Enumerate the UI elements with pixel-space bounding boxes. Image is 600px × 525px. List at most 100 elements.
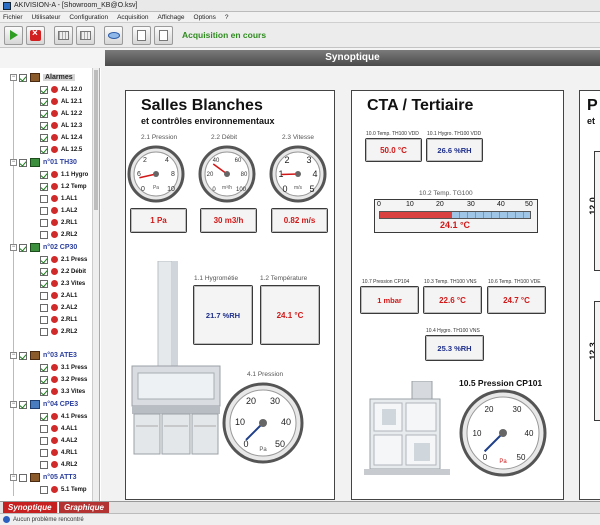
tree-checkbox[interactable] bbox=[40, 436, 48, 445]
tree-item-sensor[interactable]: 1.1 Hygro bbox=[40, 169, 88, 180]
tree-checkbox[interactable] bbox=[40, 255, 48, 264]
tree-item-alarm[interactable]: AL 12.1 bbox=[40, 96, 82, 107]
edit-button[interactable] bbox=[132, 25, 151, 45]
tree-checkbox[interactable] bbox=[19, 400, 27, 409]
tree-item-sensor[interactable]: 2.2 Débit bbox=[40, 266, 86, 277]
tree-checkbox[interactable] bbox=[40, 327, 48, 336]
tree-node-device[interactable]: − n°04 CPE3 bbox=[10, 399, 78, 410]
tree-node-device[interactable]: − n°02 CP30 bbox=[10, 242, 77, 253]
tree-item-sensor[interactable]: 2.RL1 bbox=[40, 217, 77, 228]
collapse-icon[interactable]: − bbox=[10, 352, 17, 359]
tree-checkbox[interactable] bbox=[40, 303, 48, 312]
scrollbar-thumb[interactable] bbox=[94, 70, 98, 210]
tree-checkbox[interactable] bbox=[40, 194, 48, 203]
menu-affichage[interactable]: Affichage bbox=[157, 13, 185, 21]
config-view-button[interactable] bbox=[76, 25, 95, 45]
gauge-tick: 40 bbox=[525, 429, 534, 438]
tree-node-device[interactable]: − n°01 TH30 bbox=[10, 157, 77, 168]
tree-item-alarm[interactable]: AL 12.3 bbox=[40, 120, 82, 131]
tree-checkbox[interactable] bbox=[19, 351, 27, 360]
tree-item-sensor[interactable]: 3.2 Press bbox=[40, 374, 87, 385]
tree-checkbox[interactable] bbox=[40, 363, 48, 372]
tab-synoptique[interactable]: Synoptique bbox=[3, 502, 57, 514]
tree-checkbox[interactable] bbox=[40, 109, 48, 118]
value-text: 1 mbar bbox=[361, 287, 418, 313]
tree-checkbox[interactable] bbox=[40, 375, 48, 384]
tree-checkbox[interactable] bbox=[40, 291, 48, 300]
tree-checkbox[interactable] bbox=[19, 473, 27, 482]
tree-checkbox[interactable] bbox=[40, 279, 48, 288]
tree-item-sensor[interactable]: 4.RL2 bbox=[40, 459, 77, 470]
tree-item-sensor[interactable]: 2.AL2 bbox=[40, 302, 77, 313]
export-button[interactable] bbox=[154, 25, 173, 45]
tree-checkbox[interactable] bbox=[40, 85, 48, 94]
tree-checkbox[interactable] bbox=[19, 73, 27, 82]
tree-item-alarm[interactable]: AL 12.0 bbox=[40, 84, 82, 95]
tree-node-alarms[interactable]: − Alarmes bbox=[10, 72, 75, 83]
tree-checkbox[interactable] bbox=[40, 460, 48, 469]
tree-checkbox[interactable] bbox=[40, 448, 48, 457]
sidebar-scrollbar[interactable] bbox=[92, 68, 99, 501]
tree-checkbox[interactable] bbox=[40, 412, 48, 421]
tree-checkbox[interactable] bbox=[40, 145, 48, 154]
collapse-icon[interactable]: − bbox=[10, 74, 17, 81]
tree-item-sensor[interactable]: 2.RL2 bbox=[40, 229, 77, 240]
table-view-button[interactable] bbox=[54, 25, 73, 45]
collapse-icon[interactable]: − bbox=[10, 159, 17, 166]
tree-item-sensor[interactable]: 4.RL1 bbox=[40, 447, 77, 458]
tree-checkbox[interactable] bbox=[40, 424, 48, 433]
tg100-value: 24.1 °C bbox=[439, 220, 471, 230]
tree-checkbox[interactable] bbox=[40, 485, 48, 494]
sensor-icon bbox=[51, 413, 58, 420]
tree-checkbox[interactable] bbox=[40, 121, 48, 130]
monitor-button[interactable] bbox=[104, 25, 123, 45]
menu-help[interactable]: ? bbox=[224, 13, 229, 21]
tree-node-device[interactable]: − n°03 ATE3 bbox=[10, 350, 77, 361]
tab-graphique[interactable]: Graphique bbox=[58, 502, 110, 514]
stop-acquisition-button[interactable] bbox=[26, 25, 45, 45]
tree-checkbox[interactable] bbox=[40, 315, 48, 324]
tree-checkbox[interactable] bbox=[19, 243, 27, 252]
tree-checkbox[interactable] bbox=[40, 230, 48, 239]
tree-checkbox[interactable] bbox=[19, 158, 27, 167]
tree-item-sensor[interactable]: 4.1 Press bbox=[40, 411, 87, 422]
tree-checkbox[interactable] bbox=[40, 267, 48, 276]
tree-item-sensor[interactable]: 3.1 Press bbox=[40, 362, 87, 373]
bargraph-track bbox=[379, 211, 531, 219]
start-acquisition-button[interactable] bbox=[4, 25, 23, 45]
tree-item-sensor[interactable]: 2.1 Press bbox=[40, 254, 87, 265]
tree-checkbox[interactable] bbox=[40, 206, 48, 215]
tree-checkbox[interactable] bbox=[40, 218, 48, 227]
menu-acquisition[interactable]: Acquisition bbox=[117, 13, 149, 21]
tree-item-sensor[interactable]: 4.AL1 bbox=[40, 423, 77, 434]
tree-checkbox[interactable] bbox=[40, 182, 48, 191]
tree-item-alarm[interactable]: AL 12.2 bbox=[40, 108, 82, 119]
tree-item-sensor[interactable]: 3.3 Vites bbox=[40, 386, 85, 397]
tree-checkbox[interactable] bbox=[40, 170, 48, 179]
collapse-icon[interactable]: − bbox=[10, 244, 17, 251]
collapse-icon[interactable]: − bbox=[10, 474, 17, 481]
alarm-icon bbox=[51, 98, 58, 105]
tree-node-device[interactable]: − n°05 ATT3 bbox=[10, 472, 77, 483]
collapse-icon[interactable]: − bbox=[10, 401, 17, 408]
menu-fichier[interactable]: Fichier bbox=[3, 13, 23, 21]
menu-options[interactable]: Options bbox=[193, 13, 216, 21]
tree-item-sensor[interactable]: 2.RL1 bbox=[40, 314, 77, 325]
gauge-unit: m³/h bbox=[222, 185, 232, 191]
tree-checkbox[interactable] bbox=[40, 133, 48, 142]
tree-item-sensor[interactable]: 1.2 Temp bbox=[40, 181, 87, 192]
tree-checkbox[interactable] bbox=[40, 97, 48, 106]
tree-item-sensor[interactable]: 2.RL2 bbox=[40, 326, 77, 337]
tree-item-sensor[interactable]: 2.3 Vites bbox=[40, 278, 85, 289]
tree-checkbox[interactable] bbox=[40, 387, 48, 396]
tree-item-alarm[interactable]: AL 12.4 bbox=[40, 132, 82, 143]
tree-item-sensor[interactable]: 2.AL1 bbox=[40, 290, 77, 301]
tree-item-sensor[interactable]: 4.AL2 bbox=[40, 435, 77, 446]
tree-item-sensor[interactable]: 5.1 Temp bbox=[40, 484, 87, 495]
tree-item-sensor[interactable]: 1.AL2 bbox=[40, 205, 77, 216]
menu-utilisateur[interactable]: Utilisateur bbox=[31, 13, 61, 21]
panel-title: CTA / Tertiaire bbox=[367, 97, 474, 114]
tree-item-alarm[interactable]: AL 12.5 bbox=[40, 144, 82, 155]
menu-configuration[interactable]: Configuration bbox=[69, 13, 109, 21]
tree-item-sensor[interactable]: 1.AL1 bbox=[40, 193, 77, 204]
